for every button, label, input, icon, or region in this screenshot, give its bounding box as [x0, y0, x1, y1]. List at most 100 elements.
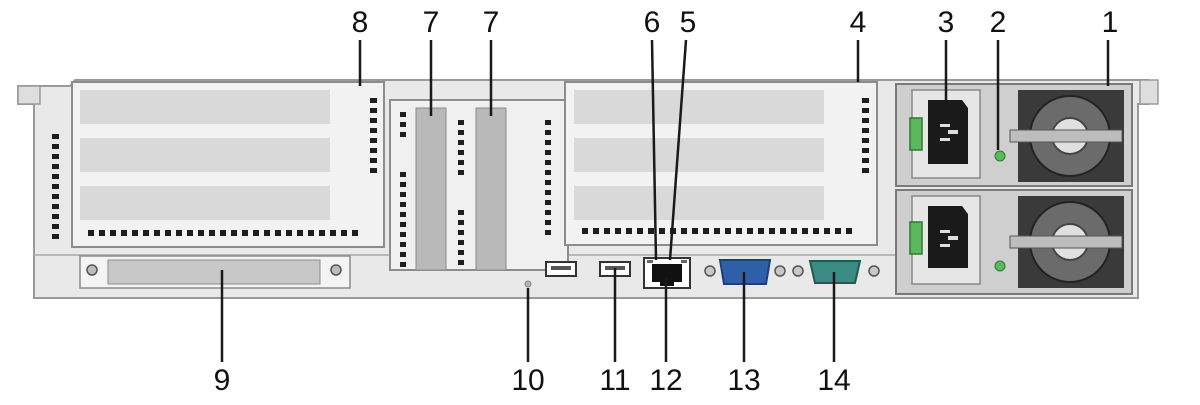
vent-hole [275, 230, 281, 236]
vent-hole [692, 228, 698, 234]
vent-hole [330, 230, 336, 236]
vent-hole [862, 98, 869, 103]
vent-hole [370, 118, 377, 123]
vent-hole [52, 154, 59, 159]
callout-9: 9 [213, 364, 231, 397]
vent-hole [648, 228, 654, 234]
serial-screw-right [868, 265, 880, 277]
vent-hole [52, 144, 59, 149]
vent-hole [400, 212, 406, 217]
vent-hole [400, 122, 406, 127]
callout-8: 8 [351, 6, 369, 39]
left-side-vent [52, 134, 59, 239]
vent-hole [736, 228, 742, 234]
vent-hole [52, 184, 59, 189]
vent-hole [352, 230, 358, 236]
vent-hole [862, 108, 869, 113]
vent-hole [545, 220, 551, 225]
power-supply-indicator [994, 150, 1006, 162]
power-socket-pin-3 [948, 130, 958, 134]
vent-hole [545, 160, 551, 165]
right-riser-slot-3 [574, 186, 824, 220]
vent-hole [769, 228, 775, 234]
vent-hole [308, 230, 314, 236]
vent-hole [341, 230, 347, 236]
usb-ports [545, 261, 631, 277]
power-supply-indicator-lower [994, 260, 1006, 272]
rj45-socket [652, 264, 682, 286]
vent-hole [99, 230, 105, 236]
vent-hole [681, 228, 687, 234]
vent-hole [370, 148, 377, 153]
vent-hole [545, 230, 551, 235]
right-riser-left-vent [545, 120, 551, 235]
usb-port-1-tongue [551, 266, 571, 270]
vent-hole [458, 160, 464, 165]
vent-hole [220, 230, 226, 236]
vent-hole [714, 228, 720, 234]
callout-10: 10 [511, 364, 545, 397]
vent-hole [52, 234, 59, 239]
middle-pcie-slot-1 [415, 107, 447, 271]
psu-upper-handle [909, 117, 923, 151]
vent-hole [400, 222, 406, 227]
vent-hole [370, 128, 377, 133]
vent-hole [791, 228, 797, 234]
vent-hole [545, 120, 551, 125]
left-riser-vent [370, 98, 377, 173]
vent-hole [725, 228, 731, 234]
vent-hole [297, 230, 303, 236]
left-riser-slot-1 [80, 90, 330, 124]
vent-hole [458, 170, 464, 175]
callout-7b: 7 [482, 6, 500, 39]
psu-lower-fan [1009, 196, 1124, 288]
power-socket-pin-2 [940, 138, 950, 141]
vent-hole [52, 164, 59, 169]
vent-hole [545, 150, 551, 155]
serial-screw-left [792, 265, 804, 277]
vent-hole [165, 230, 171, 236]
leader-5 [668, 39, 688, 261]
io-slot-screw-right [330, 264, 342, 276]
left-riser-bottom-vent [88, 230, 358, 236]
vent-hole [458, 120, 464, 125]
vent-hole [458, 260, 464, 265]
vent-hole [813, 228, 819, 234]
right-rack-ear [1139, 79, 1159, 105]
io-slot-cover [107, 259, 321, 285]
vent-hole [545, 130, 551, 135]
vent-hole [209, 230, 215, 236]
vent-hole [862, 118, 869, 123]
vent-hole [154, 230, 160, 236]
callout-13: 13 [727, 364, 761, 397]
vent-hole [659, 228, 665, 234]
vent-hole [400, 182, 406, 187]
vent-hole [52, 224, 59, 229]
right-riser-slot-2 [574, 138, 824, 172]
callout-1: 1 [1101, 6, 1119, 39]
vent-hole [458, 130, 464, 135]
vent-hole [400, 112, 406, 117]
vent-hole [52, 204, 59, 209]
fan-bar-lower [1009, 235, 1123, 249]
vent-hole [400, 242, 406, 247]
power-supply-upper [895, 83, 1133, 187]
left-riser-slot-2 [80, 138, 330, 172]
vent-hole [458, 210, 464, 215]
flexible-io-card-slot [79, 255, 351, 289]
vent-hole [319, 230, 325, 236]
fan-bar-upper [1009, 129, 1123, 143]
vent-hole [780, 228, 786, 234]
callout-12: 12 [649, 364, 683, 397]
left-pcie-riser [71, 81, 385, 248]
io-slot-screw-left [86, 264, 98, 276]
middle-pcie-vents [400, 112, 464, 267]
vent-hole [231, 230, 237, 236]
vent-hole [545, 200, 551, 205]
vent-hole [582, 228, 588, 234]
vent-hole [52, 134, 59, 139]
vent-hole [862, 158, 869, 163]
vent-hole [110, 230, 116, 236]
vent-hole [458, 230, 464, 235]
